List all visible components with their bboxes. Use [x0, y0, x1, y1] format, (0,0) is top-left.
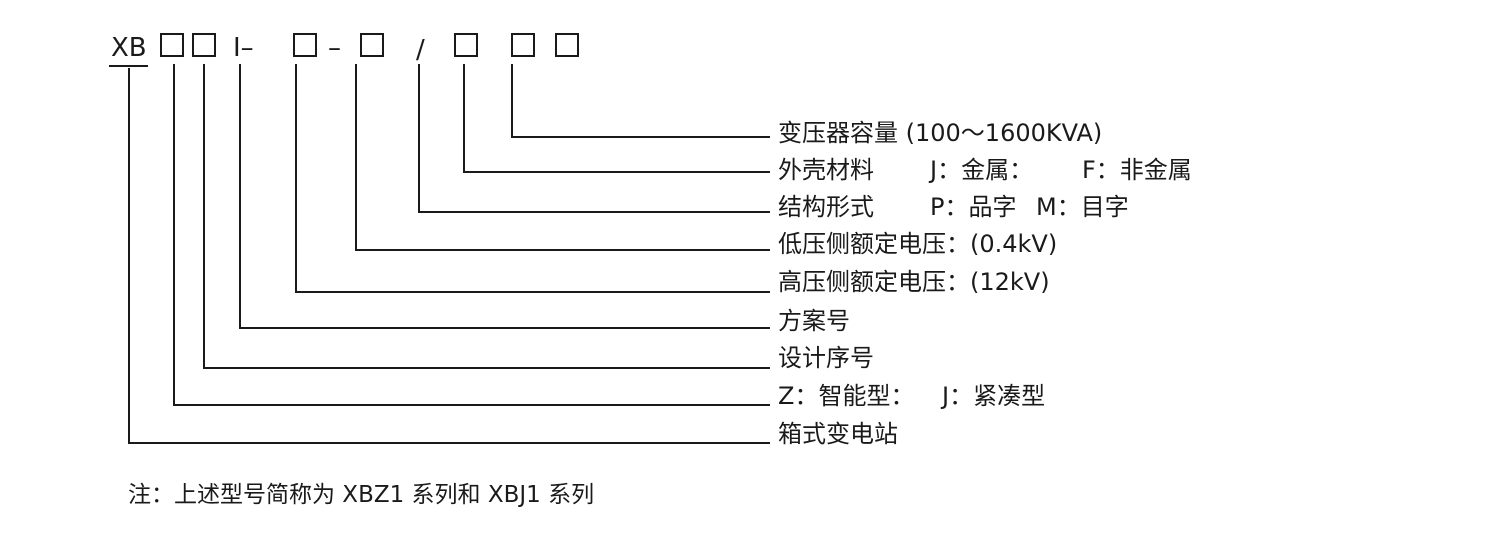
footnote: 注：上述型号简称为 XBZ1 系列和 XBJ1 系列	[128, 482, 594, 508]
model-code: XB I– – /	[109, 33, 579, 67]
structure-option-p: P：品字	[930, 193, 1016, 221]
leader-capacity	[511, 64, 770, 138]
code-slash: /	[416, 35, 425, 65]
code-box-function	[160, 33, 184, 57]
leader-shell-material	[463, 64, 770, 173]
model-prefix: XB	[111, 33, 147, 63]
code-box-capacity-2	[555, 33, 579, 57]
shell-option-metal: J：金属：	[928, 156, 1033, 184]
desc-scheme-no: 方案号	[778, 307, 850, 335]
function-option-compact: J：紧凑型	[940, 382, 1045, 410]
leader-hv-voltage	[295, 64, 770, 293]
desc-lv-voltage: 低压侧额定电压：(0.4kV)	[778, 230, 1057, 258]
code-box-design-seq	[192, 33, 216, 57]
leader-lv-voltage	[355, 64, 770, 251]
leader-scheme-no	[239, 64, 770, 329]
desc-design-seq: 设计序号	[778, 344, 874, 372]
desc-hv-voltage: 高压侧额定电压：(12kV)	[778, 268, 1050, 296]
descriptions: 变压器容量 (100～1600KVA) 外壳材料 J：金属： F：非金属 结构形…	[778, 119, 1192, 448]
desc-structure: 结构形式	[778, 193, 874, 221]
code-box-capacity-1	[511, 33, 535, 57]
desc-box-substation: 箱式变电站	[778, 420, 898, 448]
code-box-hv	[293, 33, 317, 57]
desc-shell-material: 外壳材料	[778, 156, 874, 184]
code-box-shell	[454, 33, 478, 57]
scheme-mark: I–	[233, 33, 254, 63]
desc-capacity: 变压器容量 (100～1600KVA)	[778, 119, 1102, 147]
code-dash: –	[328, 33, 341, 63]
shell-option-nonmetal: F：非金属	[1082, 156, 1192, 184]
leader-structure	[418, 64, 770, 213]
desc-function-type: Z：智能型：	[778, 382, 914, 410]
leader-box-substation	[128, 68, 770, 444]
leader-design-seq	[203, 64, 770, 369]
code-box-lv	[360, 33, 384, 57]
structure-option-m: M：目字	[1036, 193, 1129, 221]
leader-function-type	[173, 64, 770, 406]
leader-lines	[128, 64, 770, 444]
